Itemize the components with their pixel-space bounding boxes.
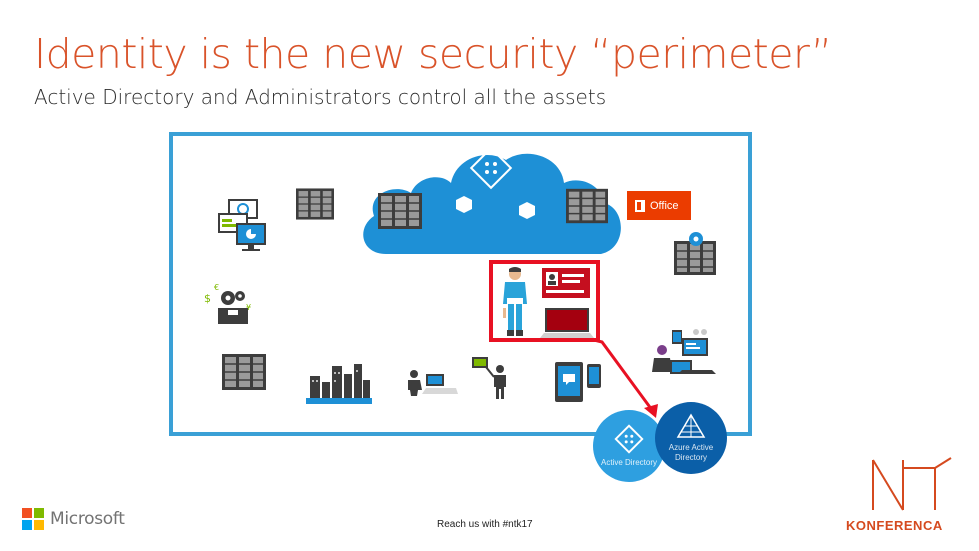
server-rack-icon (296, 188, 334, 220)
slide-title: Identity is the new security “perimeter” (34, 30, 832, 78)
id-card-icon (542, 268, 590, 298)
city-skyline-icon (306, 364, 372, 404)
microsoft-grid-icon (22, 508, 44, 530)
azure-ad-circle: Azure Active Directory (655, 402, 727, 474)
slide-subtitle: Active Directory and Administrators cont… (34, 85, 607, 109)
tablet-phone-icon (555, 362, 601, 402)
active-directory-icon (614, 424, 644, 454)
office-badge: Office (627, 191, 691, 220)
ntk-conference-logo-icon (872, 457, 952, 511)
office-icon (635, 199, 645, 212)
active-directory-caption: Active Directory (600, 458, 657, 467)
laptop-icon (540, 308, 594, 338)
svg-text:$: $ (204, 292, 211, 305)
microsoft-logo: Microsoft (22, 508, 125, 530)
cloud-shape (363, 148, 621, 254)
identity-arrow (593, 338, 658, 418)
footer-hashtag: Reach us with #ntk17 (437, 519, 533, 530)
conference-wordmark: KONFERENCA (846, 518, 943, 533)
azure-ad-caption: Azure Active Directory (668, 443, 714, 462)
team-devices-icon (652, 329, 716, 374)
microsoft-wordmark: Microsoft (50, 509, 125, 529)
svg-text:€: € (214, 284, 219, 292)
gears-currency-icon: $ € ¥ (204, 284, 251, 324)
monitor-dashboard-icon (218, 199, 266, 251)
identity-user-icon (503, 267, 527, 336)
svg-text:¥: ¥ (246, 303, 251, 312)
active-directory-circle: Active Directory (593, 410, 665, 482)
office-label: Office (650, 199, 679, 212)
identity-highlight-box (489, 260, 600, 342)
azure-ad-pyramid-icon (676, 413, 706, 438)
user-laptop-icon (408, 370, 458, 396)
user-presenter-icon (472, 357, 506, 399)
server-rack-icon (222, 354, 266, 390)
server-gear-icon (674, 232, 716, 275)
server-rack-icon (378, 193, 422, 229)
server-rack-icon (566, 188, 608, 224)
